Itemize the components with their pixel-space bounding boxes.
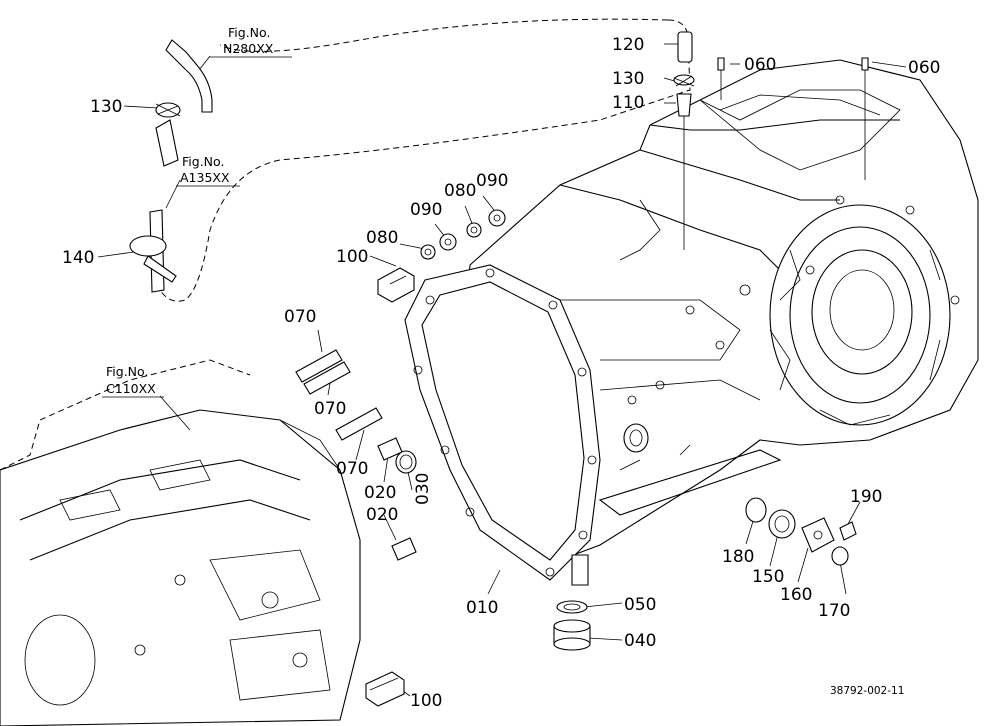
side-cover-parts	[745, 497, 857, 566]
callout-090: 090	[410, 200, 442, 220]
hose-assembly	[129, 39, 213, 293]
callout-130: 130	[90, 97, 122, 117]
svg-text:A135XX: A135XX	[180, 170, 230, 185]
callout-060: 060	[744, 55, 776, 75]
hose-routing-outline	[159, 19, 691, 302]
callout-020: 020	[364, 483, 396, 503]
dowels-seal	[377, 437, 417, 561]
svg-text:C110XX: C110XX	[106, 381, 156, 396]
fig-ref-a135: Fig.No. A135XX	[176, 154, 240, 187]
svg-text:Fig.No.: Fig.No.	[182, 154, 224, 169]
studs-070	[295, 349, 383, 441]
callout-050: 050	[624, 595, 656, 615]
callout-140: 140	[62, 248, 94, 268]
callout-160: 160	[780, 585, 812, 605]
svg-text:Fig.No.: Fig.No.	[228, 25, 270, 40]
callout-120: 120	[612, 35, 644, 55]
callout-080: 080	[366, 228, 398, 248]
callout-190: 190	[850, 487, 882, 507]
front-case	[0, 359, 361, 726]
callout-090: 090	[476, 171, 508, 191]
svg-text:N280XX: N280XX	[223, 41, 274, 56]
fig-ref-n280: Fig.No. N280XX	[210, 25, 292, 58]
callout-020: 020	[366, 505, 398, 525]
callout-070: 070	[336, 459, 368, 479]
callout-100: 100	[336, 247, 368, 267]
drain-plug	[553, 600, 591, 651]
gasket-plate	[404, 264, 601, 586]
callout-130: 130	[612, 69, 644, 89]
leader-lines	[97, 43, 907, 697]
callout-040: 040	[624, 631, 656, 651]
hose-routing-outline-2	[219, 18, 669, 52]
callout-060: 060	[908, 58, 940, 78]
callout-080: 080	[444, 181, 476, 201]
callout-070: 070	[284, 307, 316, 327]
bolt-100-upper	[377, 267, 415, 303]
top-fittings	[673, 31, 869, 250]
callouts: 120 130 110 060 060 130 140 090 080 090 …	[62, 35, 940, 711]
bolt-100-lower	[365, 671, 405, 707]
callout-170: 170	[818, 601, 850, 621]
callout-110: 110	[612, 93, 644, 113]
callout-100: 100	[410, 691, 442, 711]
washers-nuts	[420, 209, 506, 260]
callout-030: 030	[413, 473, 433, 505]
callout-150: 150	[752, 567, 784, 587]
callout-070: 070	[314, 399, 346, 419]
callout-010: 010	[466, 598, 498, 618]
drawing-number: 38792-002-11	[830, 685, 904, 697]
callout-180: 180	[722, 547, 754, 567]
svg-text:Fig.No.: Fig.No.	[106, 364, 148, 379]
fig-ref-c110: Fig.No. C110XX	[102, 364, 164, 398]
